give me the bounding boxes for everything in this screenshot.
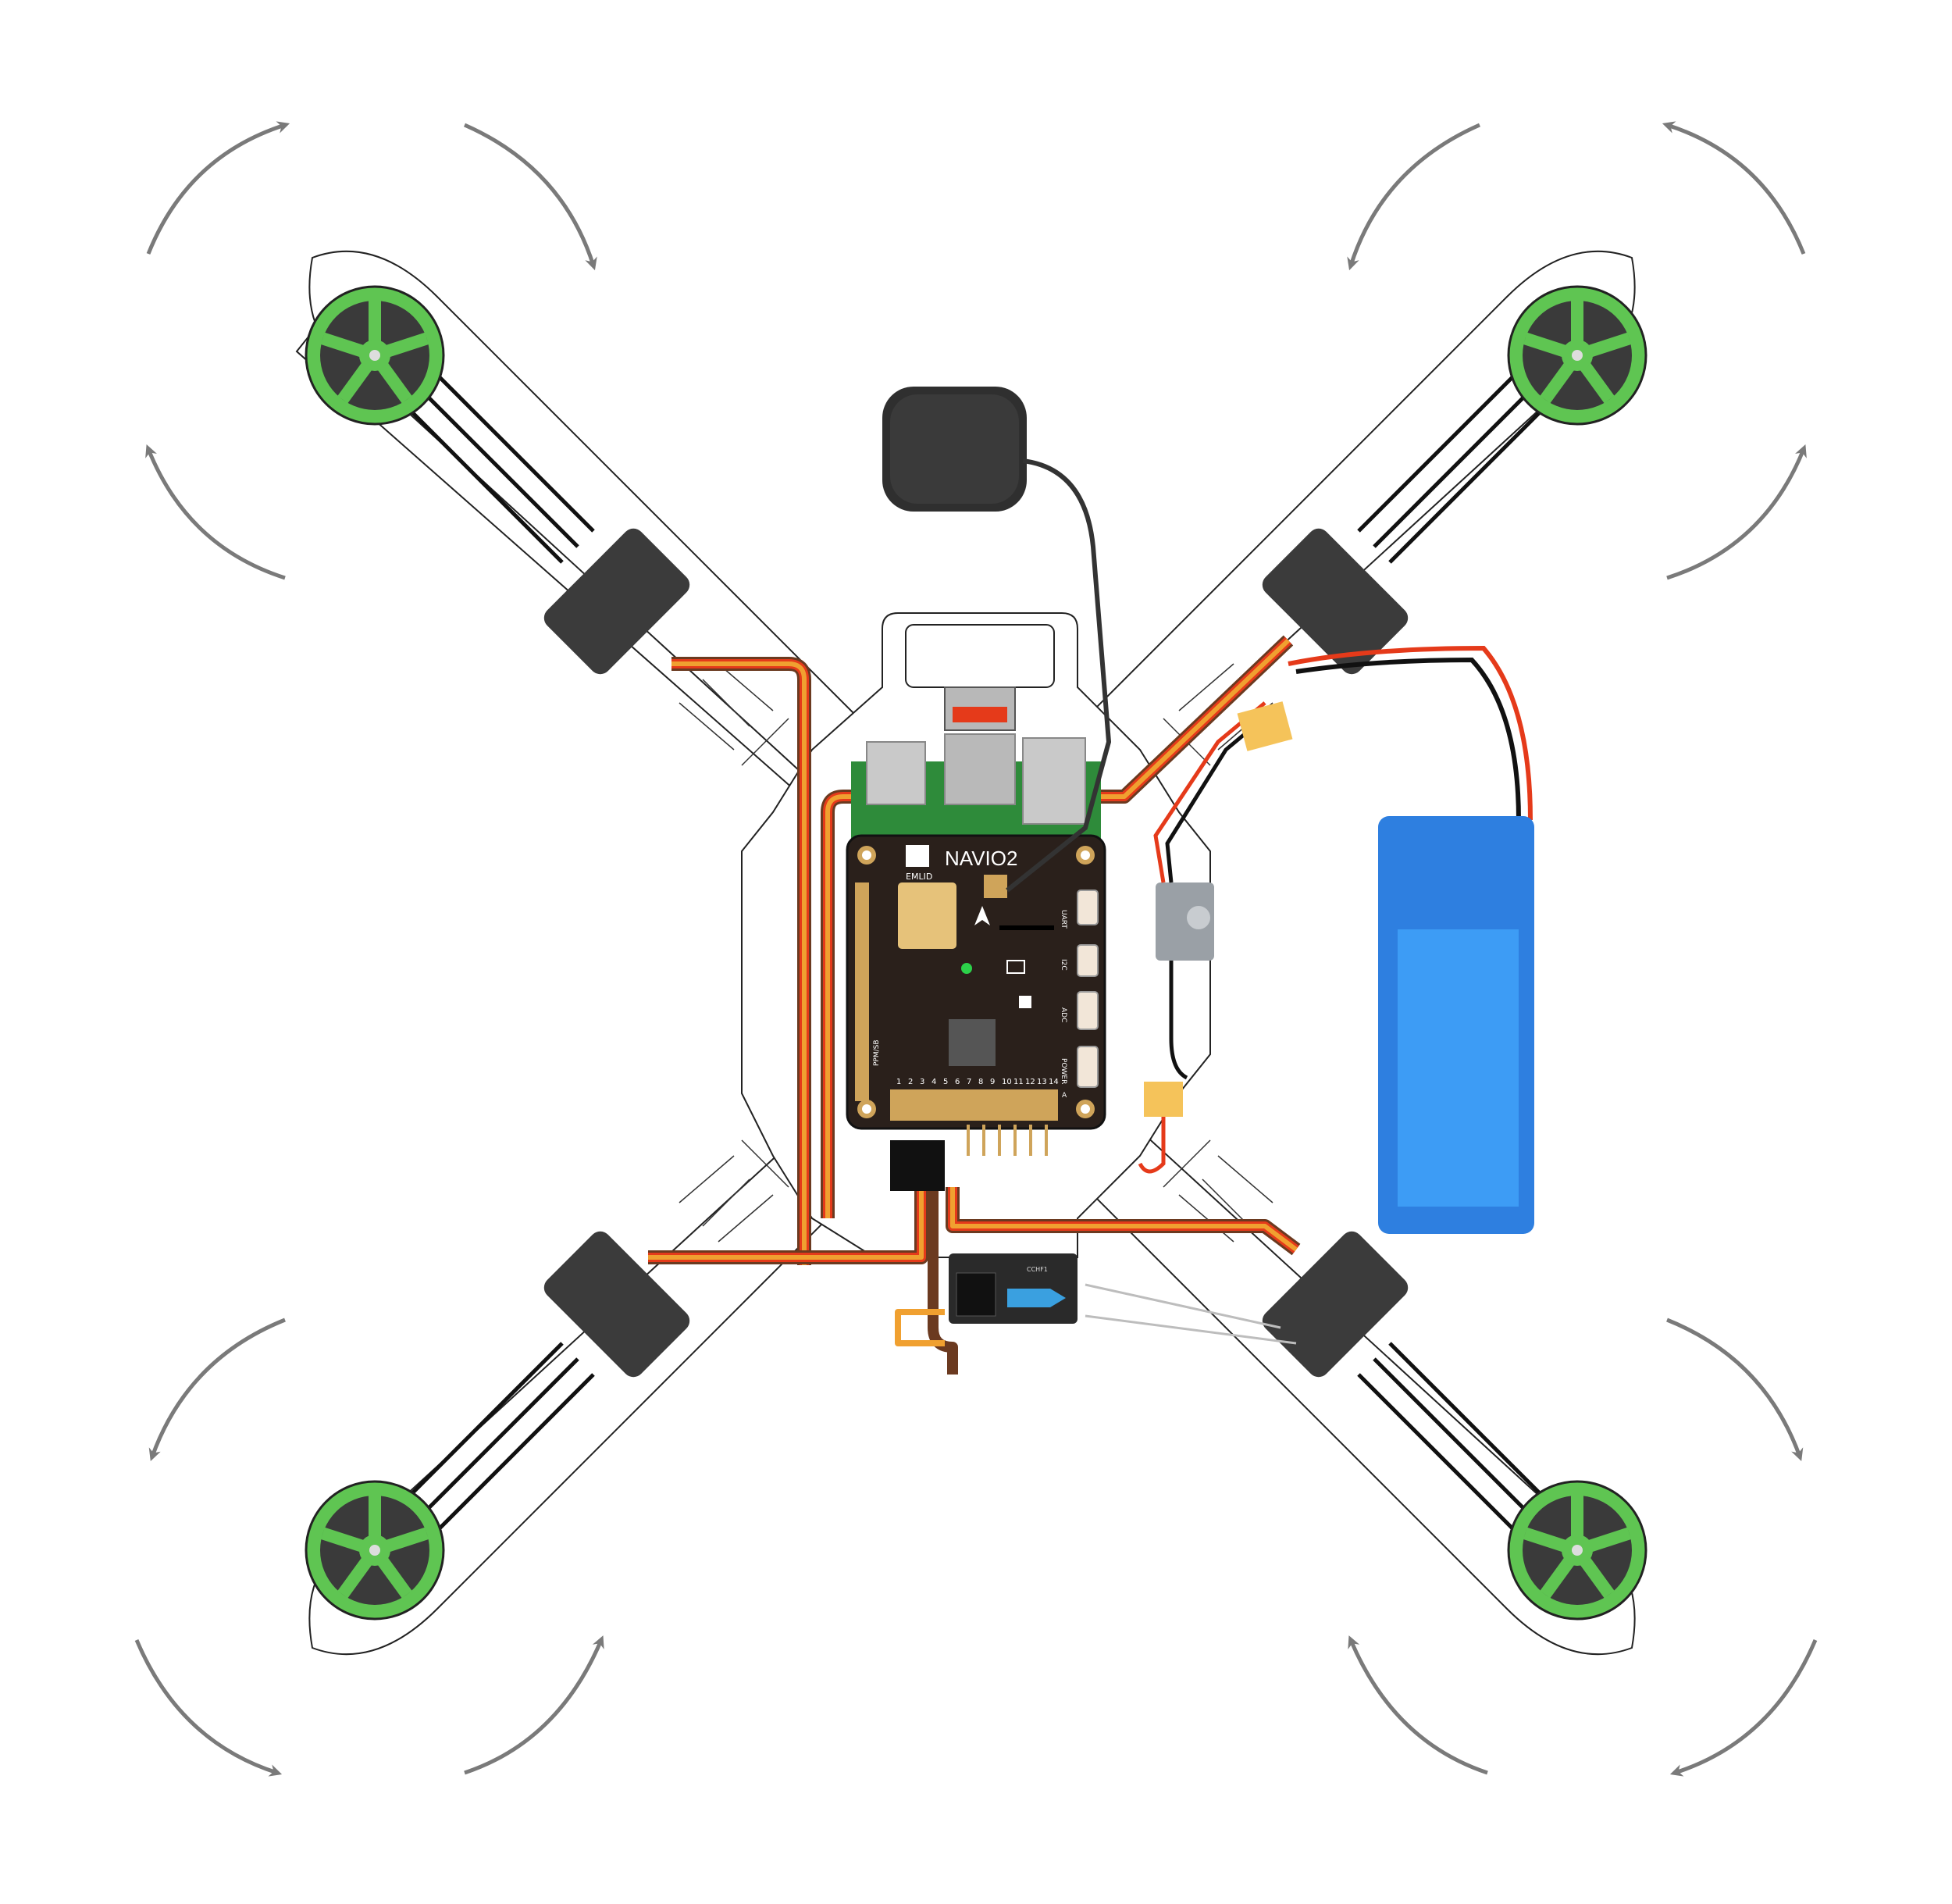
arrow-rr-bottom-left (1348, 1635, 1488, 1775)
pwm-pin-legs (967, 1125, 1048, 1156)
arrow-rl-left (148, 1317, 286, 1462)
esc-rear-right (1262, 1231, 1409, 1378)
north-arrow-icon (974, 906, 990, 925)
gps-antenna (882, 387, 1112, 893)
gps-connector (984, 875, 1007, 898)
arrow-fr-top-left (1347, 123, 1481, 271)
signal-wires (648, 635, 1301, 1375)
esc-rear-left (543, 1231, 690, 1378)
arrow-fl-left (145, 444, 286, 580)
usb-port (866, 741, 926, 805)
pwm-number: 7 (967, 1078, 971, 1086)
pwm-number: 8 (978, 1078, 983, 1086)
pwm-number: 14 (1049, 1078, 1059, 1086)
receiver-label: CCHF1 (1027, 1266, 1048, 1273)
board-title: NAVIO2 (945, 847, 1017, 870)
emlid-logo-icon (906, 845, 929, 867)
adc-port (1077, 991, 1099, 1030)
battery (1288, 645, 1534, 1234)
hdmi-port (944, 733, 1016, 805)
pwm-number: 1 (896, 1078, 901, 1086)
xt60-esc (1144, 1082, 1183, 1117)
pwm-number: 9 (990, 1078, 995, 1086)
pwm-number: 6 (955, 1078, 960, 1086)
motor-front-left (305, 285, 445, 426)
esc-front-right (1262, 528, 1409, 675)
jst-ports (1077, 890, 1099, 1088)
arrow-rl-bottom-left (134, 1639, 283, 1777)
arrow-fl-top-left (146, 121, 290, 255)
i2c-port (1077, 944, 1099, 977)
mcu-chip (949, 1019, 996, 1066)
pwm-number: 11 (1013, 1078, 1024, 1086)
power-label: POWER (1060, 1058, 1067, 1084)
pwm-number: 12 (1025, 1078, 1035, 1086)
motor-front-right (1507, 285, 1647, 426)
xt60-connectors (1138, 701, 1293, 1174)
gnss-module (898, 882, 956, 949)
ethernet-port (1022, 737, 1086, 825)
arrow-fl-top-right (463, 123, 597, 271)
pwm-number: 4 (931, 1078, 936, 1086)
receiver-antenna-icon (1007, 1289, 1066, 1307)
board-logo-text: EMLID (906, 872, 932, 882)
adc-label: ADC (1060, 1007, 1067, 1022)
power-port (1077, 1046, 1099, 1088)
rotation-arrows (134, 121, 1818, 1777)
arrow-rr-bottom-right (1669, 1639, 1818, 1777)
pwm-header (890, 1089, 1058, 1121)
servo-connector (890, 1140, 945, 1191)
pwm-number: 10 (1002, 1078, 1012, 1086)
xt60-battery (1237, 701, 1293, 751)
uart-port (1077, 890, 1099, 925)
uart-label: UART (1060, 910, 1067, 929)
pwm-number: 2 (908, 1078, 913, 1086)
gpio-header (855, 882, 869, 1101)
status-led (961, 963, 972, 974)
pwm-number: 3 (920, 1078, 924, 1086)
pwm-number: 13 (1037, 1078, 1047, 1086)
arrow-rl-bottom-right (464, 1635, 604, 1775)
ppm-sbus-label: PPM/SB (873, 1039, 881, 1066)
arrow-rr-right (1666, 1317, 1804, 1462)
esc-front-left (543, 528, 690, 675)
arm-wires (404, 373, 1548, 1532)
motor-rear-left (305, 1480, 445, 1621)
i2c-label: I2C (1060, 959, 1067, 971)
motor-rear-right (1507, 1480, 1647, 1621)
pin-legend: A (1062, 1092, 1067, 1100)
arrow-fr-right (1666, 444, 1807, 580)
raspberry-pi (851, 686, 1101, 840)
pwm-number: 5 (943, 1078, 948, 1086)
navio2-board: NAVIO2 EMLID UART I2C ADC POWER PPM/SB (846, 834, 1106, 1130)
arrow-fr-top-right (1662, 121, 1806, 255)
rc-receiver: CCHF1 (949, 1253, 1297, 1345)
